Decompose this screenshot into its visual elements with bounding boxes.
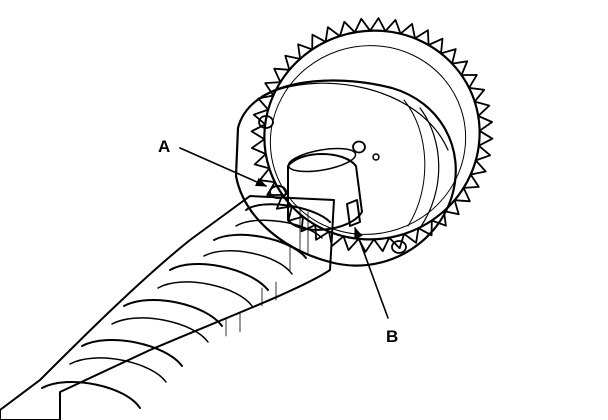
gear-tooth — [251, 138, 267, 155]
gear-tooth — [342, 235, 360, 251]
gear-tooth — [462, 173, 480, 189]
gear-tooth — [275, 194, 293, 210]
gear-tooth — [311, 33, 327, 51]
callout-a: A — [158, 137, 268, 187]
callout-a-arrow — [179, 147, 268, 187]
gear-tooth — [339, 20, 356, 37]
drive-gear — [250, 17, 494, 253]
bolt-hole — [352, 140, 366, 154]
gear-tooth — [451, 60, 469, 76]
gear-tooth — [469, 159, 487, 176]
gear-tooth — [477, 129, 494, 147]
gear-tooth — [369, 17, 387, 33]
gear-tooth — [284, 54, 301, 71]
callout-b-arrow — [354, 226, 389, 319]
gear-tooth — [253, 153, 271, 170]
gear-tooth — [403, 227, 420, 244]
pin-hole — [372, 153, 380, 161]
callout-b: B — [354, 226, 398, 346]
gear-tooth — [252, 108, 270, 126]
gear-tooth — [273, 67, 291, 83]
gear-tooth — [324, 26, 341, 43]
callout-b-label: B — [386, 327, 398, 346]
callout-a-label: A — [158, 137, 170, 156]
bolt-hole — [391, 240, 407, 254]
gear-tooth — [384, 19, 402, 35]
knock-pin — [346, 199, 361, 227]
gear-tooth — [399, 23, 416, 40]
gear-tooth — [460, 74, 478, 89]
gear-tooth — [440, 48, 457, 65]
gear-tooth — [388, 233, 405, 250]
gear-tooth — [453, 187, 471, 203]
gear-tooth — [414, 29, 430, 46]
gear-tooth — [443, 199, 460, 216]
gear-tooth — [477, 115, 493, 132]
bolt-hole — [258, 115, 274, 129]
gear-tooth — [353, 17, 371, 34]
gear-tooth — [474, 144, 492, 162]
gear-tooth — [266, 181, 284, 196]
gear-tooth — [427, 37, 444, 55]
gear-tooth — [473, 100, 491, 117]
camshaft — [0, 147, 363, 420]
gear-tooth — [300, 215, 317, 233]
gear-tooth — [468, 87, 486, 103]
gear-tooth — [297, 43, 314, 60]
gear-tooth — [417, 219, 433, 237]
gear-tooth — [373, 236, 391, 253]
